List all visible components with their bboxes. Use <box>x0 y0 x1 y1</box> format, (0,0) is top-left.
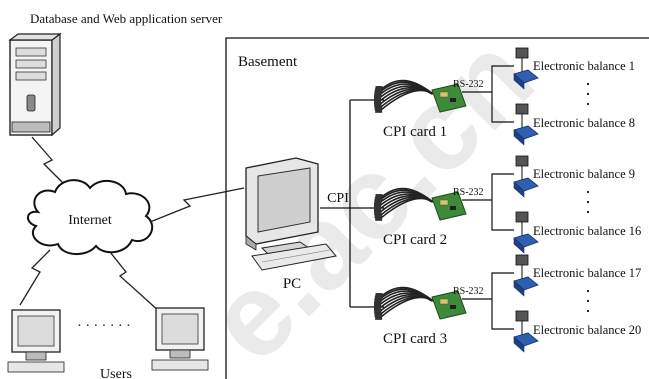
ellipsis-dot <box>586 102 590 106</box>
basement-label: Basement <box>238 54 298 70</box>
electronic-balance-icon <box>513 103 539 146</box>
balance-label-bottom: Electronic balance 20 <box>533 323 641 337</box>
balance-label-bottom: Electronic balance 8 <box>533 116 635 130</box>
balance-label-bottom: Electronic balance 16 <box>533 224 641 238</box>
cpi-card-label: CPI card 3 <box>383 331 447 347</box>
cpi-card-group-1: CPI card 1 RS-232 Electronic balance 1 Elec… <box>350 47 635 146</box>
octopus-cable-icon <box>374 189 434 221</box>
electronic-balance-icon <box>513 47 539 90</box>
balance-bracket <box>492 174 514 230</box>
cpi-card-label: CPI card 1 <box>383 124 447 140</box>
internet-cloud-icon <box>28 180 152 254</box>
user-computer-icon <box>7 309 65 373</box>
internet-label: Internet <box>68 213 112 228</box>
cpi-card-group-2: CPI card 2 RS-232 Electronic balance 9 Elec… <box>350 155 641 254</box>
ellipsis-dot <box>586 190 590 194</box>
ellipsis-dot <box>586 82 590 86</box>
server-tower-icon <box>8 32 62 137</box>
cpi-card-groups: CPI card 1 RS-232 Electronic balance 1 Elec… <box>350 47 641 353</box>
ellipsis-dot <box>586 210 590 214</box>
rs232-label: RS-232 <box>453 286 484 297</box>
internet-user1-link <box>20 250 50 305</box>
users-label: Users <box>100 367 132 379</box>
ellipsis-dot <box>586 92 590 96</box>
cpi-card-board-icon <box>431 83 467 113</box>
basement-frame <box>226 38 649 379</box>
ellipsis-dot <box>586 289 590 293</box>
cpi-card-group-3: CPI card 3 RS-232 Electronic balance 17 Ele… <box>350 254 641 353</box>
rs232-label: RS-232 <box>453 187 484 198</box>
cpi-card-board-icon <box>431 191 467 221</box>
electronic-balance-icon <box>513 310 539 353</box>
octopus-cable-icon <box>374 81 434 113</box>
ellipsis-dot <box>586 309 590 313</box>
server-internet-link <box>32 137 70 190</box>
balance-label-top: Electronic balance 1 <box>533 59 635 73</box>
internet-user2-link <box>110 252 160 312</box>
balance-label-top: Electronic balance 9 <box>533 167 635 181</box>
cpi-card-board-icon <box>431 290 467 320</box>
balance-label-top: Electronic balance 17 <box>533 266 641 280</box>
balance-bracket <box>492 66 514 122</box>
rs232-label: RS-232 <box>453 79 484 90</box>
user-computer-icon <box>151 307 209 371</box>
octopus-cable-icon <box>374 288 434 320</box>
pc-label: PC <box>283 276 301 292</box>
internet-pc-link <box>150 188 244 222</box>
cpi-card-label: CPI card 2 <box>383 232 447 248</box>
ellipsis-dot <box>586 200 590 204</box>
users-dots: · · · · · · · <box>77 319 131 334</box>
cpi-label: CPI <box>327 191 349 206</box>
pc-icon <box>245 157 337 271</box>
ellipsis-dot <box>586 299 590 303</box>
electronic-balance-icon <box>513 155 539 198</box>
electronic-balance-icon <box>513 211 539 254</box>
balance-bracket <box>492 273 514 329</box>
electronic-balance-icon <box>513 254 539 297</box>
server-label: Database and Web application server <box>30 11 223 26</box>
